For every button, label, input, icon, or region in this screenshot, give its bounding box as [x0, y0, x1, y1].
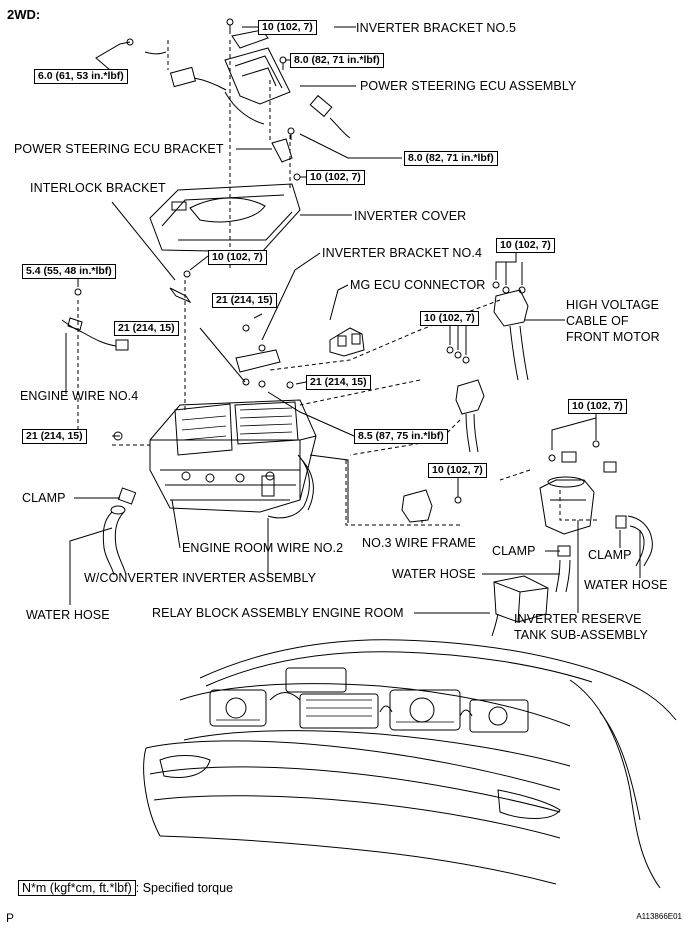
- mid-cable-drawing: [446, 346, 485, 453]
- label-engine-room-wire-no2: ENGINE ROOM WIRE NO.2: [182, 541, 344, 555]
- torque-box: 5.4 (55, 48 in.*lbf): [22, 264, 116, 279]
- label-ps-ecu-assembly: POWER STEERING ECU ASSEMBLY: [360, 79, 577, 93]
- label-water-hose-left: WATER HOSE: [26, 608, 110, 622]
- label-relay-block: RELAY BLOCK ASSEMBLY ENGINE ROOM: [152, 606, 404, 620]
- relay-block-drawing: [491, 575, 549, 637]
- label-inverter-cover: INVERTER COVER: [354, 209, 467, 223]
- inverter-cover-drawing: [149, 183, 301, 253]
- reserve-tank-drawing: [539, 440, 617, 535]
- label-engine-wire-no4: ENGINE WIRE NO.4: [20, 389, 139, 403]
- label-hv-cable-line3: FRONT MOTOR: [566, 330, 660, 344]
- label-water-hose-mid: WATER HOSE: [392, 567, 476, 581]
- label-clamp-mid: CLAMP: [492, 544, 536, 558]
- label-converter-inverter-assembly: W/CONVERTER INVERTER ASSEMBLY: [84, 571, 317, 585]
- torque-box: 21 (214, 15): [306, 375, 371, 390]
- mg-ecu-connector-drawing: [329, 327, 365, 357]
- torque-legend-key: N*m (kgf*cm, ft.*lbf): [18, 880, 136, 896]
- page-mark: P: [6, 911, 15, 925]
- label-inverter-bracket-no5: INVERTER BRACKET NO.5: [356, 21, 517, 35]
- left-water-hose-drawing: [102, 487, 137, 576]
- label-mg-ecu-connector: MG ECU CONNECTOR: [350, 278, 486, 292]
- leader-lines: [65, 26, 641, 614]
- torque-box: 21 (214, 15): [22, 429, 87, 444]
- torque-box: 21 (214, 15): [114, 321, 179, 336]
- label-reserve-tank-line2: TANK SUB-ASSEMBLY: [514, 628, 648, 642]
- torque-legend-text: : Specified torque: [135, 881, 234, 895]
- torque-box: 10 (102, 7): [420, 311, 479, 326]
- torque-box: 10 (102, 7): [306, 170, 365, 185]
- label-water-hose-right: WATER HOSE: [584, 578, 668, 592]
- torque-box: 6.0 (61, 53 in.*lbf): [34, 69, 128, 84]
- label-clamp-right: CLAMP: [588, 548, 632, 562]
- label-hv-cable-line1: HIGH VOLTAGE: [566, 298, 660, 312]
- torque-box: 10 (102, 7): [258, 20, 317, 35]
- converter-inverter-drawing: [113, 378, 317, 519]
- header-2wd: 2WD:: [7, 7, 41, 22]
- torque-box: 10 (102, 7): [428, 463, 487, 478]
- no3-wire-frame-drawing: [401, 489, 462, 523]
- label-reserve-tank-line1: INVERTER RESERVE: [514, 612, 642, 626]
- ps-ecu-bracket-drawing: [271, 138, 301, 181]
- ps-ecu-assembly-drawing: [126, 18, 351, 140]
- label-ps-ecu-bracket: POWER STEERING ECU BRACKET: [14, 142, 224, 156]
- right-water-hoses-drawing: [555, 515, 653, 593]
- engine-wire-no4-drawing: [61, 288, 129, 351]
- figure-id: A113866E01: [636, 912, 682, 921]
- label-interlock-bracket: INTERLOCK BRACKET: [30, 181, 166, 195]
- torque-box: 10 (102, 7): [208, 250, 267, 265]
- torque-box: 8.0 (82, 71 in.*lbf): [290, 53, 384, 68]
- torque-box: 21 (214, 15): [212, 293, 277, 308]
- label-inverter-bracket-no4: INVERTER BRACKET NO.4: [322, 246, 483, 260]
- torque-box: 8.5 (87, 75 in.*lbf): [354, 429, 448, 444]
- torque-legend: N*m (kgf*cm, ft.*lbf): Specified torque: [18, 880, 234, 896]
- label-hv-cable-line2: CABLE OF: [566, 314, 629, 328]
- torque-box: 8.0 (82, 71 in.*lbf): [404, 151, 498, 166]
- label-clamp-left: CLAMP: [22, 491, 66, 505]
- torque-box: 10 (102, 7): [568, 399, 627, 414]
- inverter-bracket-no4-drawing: [235, 324, 281, 373]
- hv-cable-front-motor-drawing: [492, 281, 529, 381]
- label-no3-wire-frame: NO.3 WIRE FRAME: [362, 536, 477, 550]
- vehicle-drawing: [143, 639, 677, 889]
- interlock-bracket-drawing: [169, 270, 192, 304]
- torque-box: 10 (102, 7): [496, 238, 555, 253]
